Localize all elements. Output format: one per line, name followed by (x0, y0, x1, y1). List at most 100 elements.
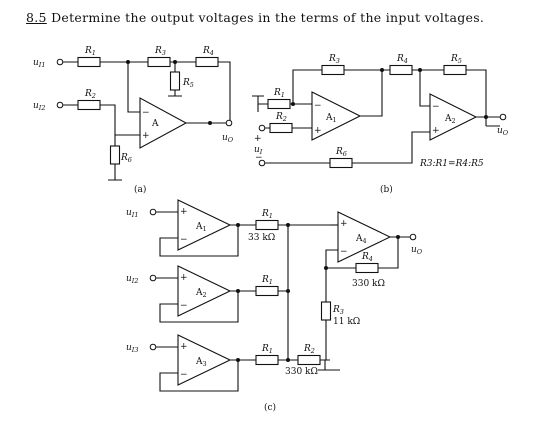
label-ui3-c: uI3 (126, 343, 139, 354)
value-r2-c: 330 kΩ (285, 367, 318, 377)
terminal-ui-minus-b (258, 159, 266, 167)
label-opamp-a4-c: A4 (355, 234, 367, 245)
label-ui1-c: uI1 (126, 208, 139, 219)
label-ui2-a: uI2 (33, 101, 46, 112)
label-uo-c: uO (411, 245, 423, 256)
label-r1-b: R1 (273, 88, 285, 99)
svg-text:−: − (180, 301, 188, 311)
terminal-uo-c (409, 233, 417, 241)
label-ui2-c: uI2 (126, 274, 139, 285)
label-r3-c: R3 (332, 305, 344, 316)
resistor-r2-a (77, 99, 101, 111)
label-r1-c1: R1 (261, 209, 273, 220)
svg-text:+: + (180, 273, 188, 283)
resistor-r1-a (77, 56, 101, 68)
opamp-a3-c (177, 334, 232, 386)
label-ui-b: uI (254, 145, 263, 156)
label-r5-a: R5 (182, 78, 194, 89)
label-r2-b: R2 (275, 112, 287, 123)
problem-statement: Determine the output voltages in the ter… (51, 10, 485, 25)
label-opamp-a3-c: A3 (195, 357, 207, 368)
svg-text:+: + (432, 126, 440, 136)
label-r4-c: R4 (361, 252, 373, 263)
svg-text:−: − (340, 247, 348, 257)
svg-text:+: + (340, 219, 348, 229)
svg-text:+: + (142, 131, 150, 141)
terminal-ui-plus-b (258, 124, 266, 132)
svg-text:+: + (314, 126, 322, 136)
svg-text:−: − (142, 108, 150, 118)
svg-text:+: + (254, 134, 262, 144)
resistor-r3-a (147, 56, 171, 68)
label-r4-b: R4 (396, 54, 408, 65)
resistor-r6-a (109, 145, 121, 165)
resistor-r2-c (297, 354, 321, 366)
resistor-r6-b (329, 157, 353, 169)
svg-text:−: − (180, 370, 188, 380)
svg-text:−: − (180, 235, 188, 245)
resistor-r4-a (195, 56, 219, 68)
svg-text:−: − (314, 101, 322, 111)
resistor-r3-b (321, 64, 345, 76)
terminal-ui1-a (56, 58, 64, 66)
label-r2-c: R2 (303, 344, 315, 355)
svg-text:+: + (180, 342, 188, 352)
condition-b: R3:R1=R4:R5 (419, 159, 484, 169)
resistor-r1-c2 (255, 285, 279, 297)
label-r6-a: R6 (120, 153, 132, 164)
caption-a: (a) (134, 184, 146, 195)
resistor-r1-c3 (255, 354, 279, 366)
terminal-uo-a (225, 119, 233, 127)
label-r6-b: R6 (335, 147, 347, 158)
label-r1-c2: R1 (261, 275, 273, 286)
opamp-a2-c (177, 265, 232, 317)
opamp-a4-c (337, 211, 392, 263)
label-uo-a: uO (222, 133, 234, 144)
resistor-r1-b (267, 98, 291, 110)
label-r3-b: R3 (328, 54, 340, 65)
label-r4-a: R4 (202, 46, 214, 57)
value-r4-c: 330 kΩ (352, 279, 385, 289)
problem-title: 8.5 Determine the output voltages in the… (26, 10, 484, 25)
terminal-ui1-c (149, 208, 157, 216)
label-opamp-a1-c: A1 (195, 222, 207, 233)
circuit-c: uI1 uI2 uI3 + − A1 R1 33 kΩ + − A2 R1 + … (126, 199, 423, 413)
svg-text:−: − (255, 153, 263, 163)
terminal-ui3-c (149, 343, 157, 351)
circuit-a: uI1 uI2 R1 R3 R4 R5 R2 − + A uO (33, 46, 234, 195)
label-opamp-a1-b: A1 (325, 113, 337, 124)
terminal-ui2-c (149, 274, 157, 282)
label-uo-b: uO (497, 126, 509, 137)
label-r2-a: R2 (84, 89, 96, 100)
caption-c: (c) (264, 402, 276, 413)
resistor-r4-b (389, 64, 413, 76)
value-r1-c: 33 kΩ (248, 233, 275, 243)
label-opamp-a2-c: A2 (195, 288, 207, 299)
svg-text:+: + (180, 207, 188, 217)
label-r3-a: R3 (154, 46, 166, 57)
resistor-r3-c (320, 301, 332, 321)
svg-text:−: − (432, 102, 440, 112)
resistor-r1-c1 (255, 219, 279, 231)
label-ui1-a: uI1 (33, 58, 46, 69)
value-r3-c: 11 kΩ (333, 317, 360, 327)
label-r5-b: R5 (450, 54, 462, 65)
resistor-r5-b (443, 64, 467, 76)
resistor-r2-b (269, 122, 293, 134)
resistor-r4-c (355, 262, 379, 274)
label-r1-c3: R1 (261, 344, 273, 355)
label-opamp-a: A (151, 119, 159, 129)
terminal-ui2-a (56, 101, 64, 109)
label-opamp-a2-b: A2 (444, 114, 456, 125)
problem-number: 8.5 (26, 10, 47, 25)
opamp-a (139, 97, 188, 149)
resistor-r5-a (169, 71, 181, 91)
label-r1-a: R1 (84, 46, 96, 57)
opamp-a1-c (177, 199, 232, 251)
opamp-a1-b (311, 91, 362, 141)
opamp-a2-b (429, 93, 478, 141)
circuit-b: R3 R4 R5 R1 R2 + uI − − + A1 − + A2 (252, 54, 509, 195)
caption-b: (b) (380, 184, 393, 195)
terminal-uo-b (499, 113, 507, 121)
